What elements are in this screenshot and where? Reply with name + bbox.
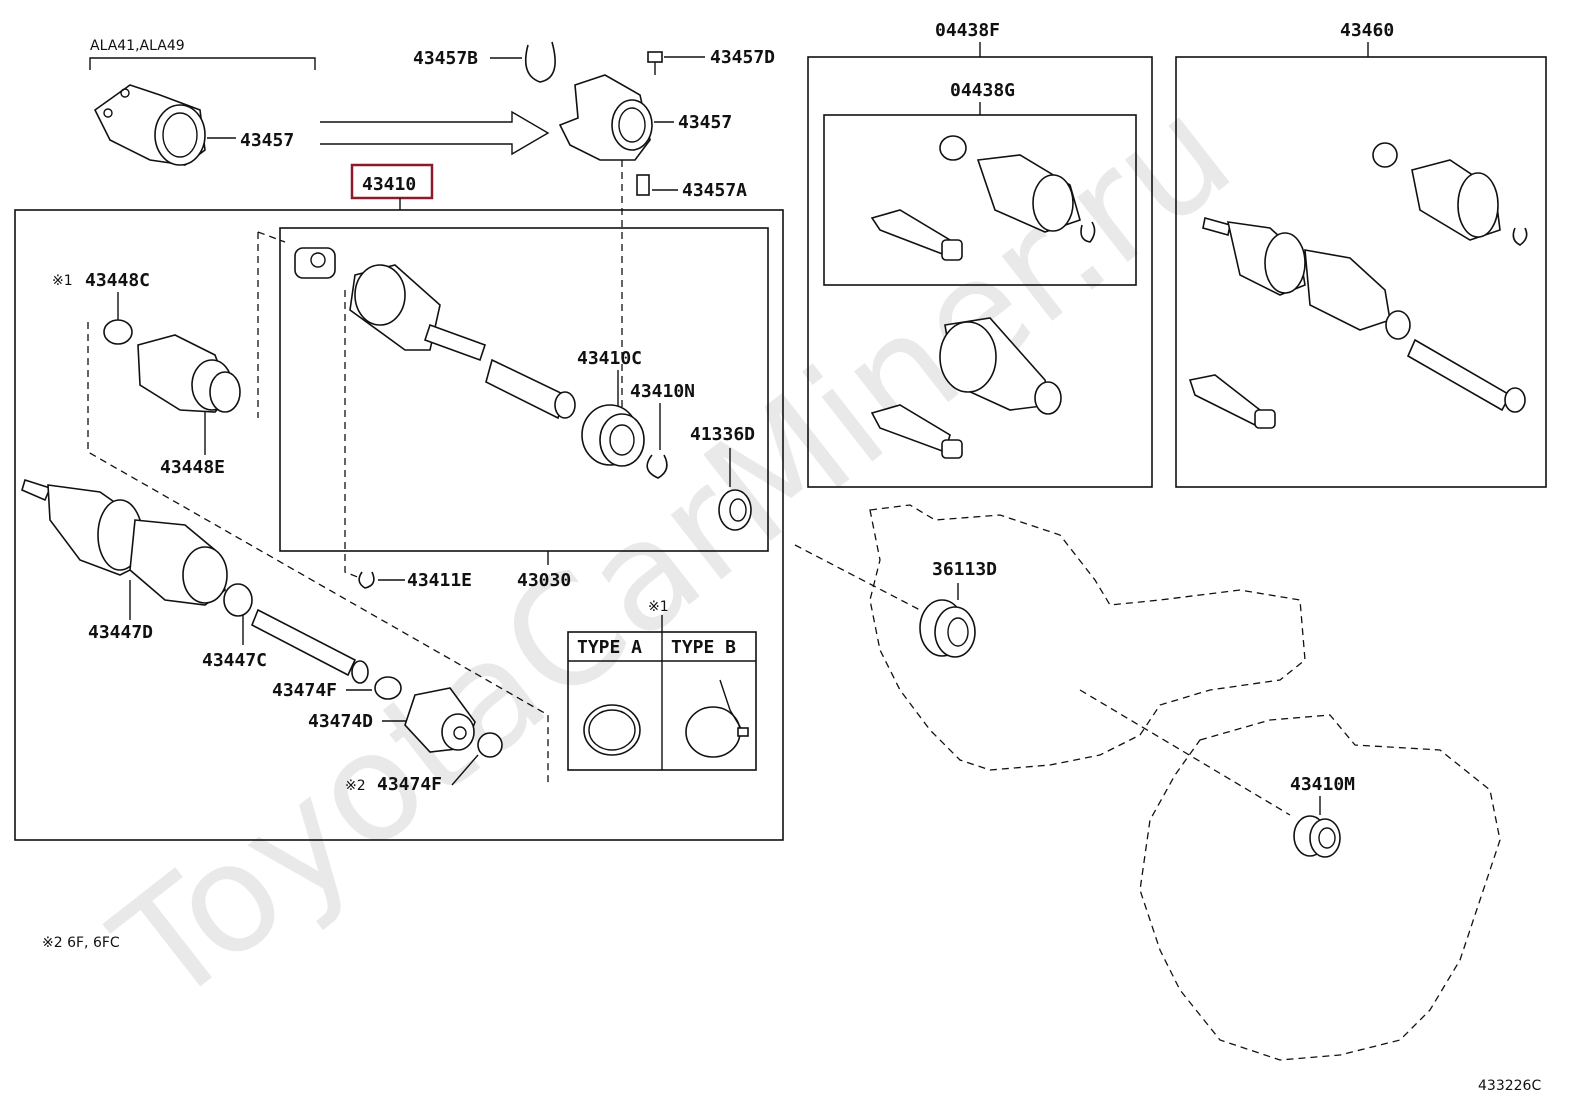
part-43410n-label: 43410N	[630, 381, 695, 402]
part-36113d-label: 36113D	[932, 559, 997, 580]
assembly-43460-parts	[1188, 142, 1528, 429]
bearing-43410c	[581, 404, 645, 467]
part-04438g-label: 04438G	[950, 80, 1015, 101]
tripod-spider	[294, 247, 336, 279]
clamp-43448c	[103, 319, 133, 345]
guide-dash-left	[87, 322, 549, 785]
boot-43448e	[137, 334, 241, 413]
seal-43410m	[1293, 815, 1341, 858]
assembly-43460-frame	[1175, 56, 1547, 488]
inner-shaft	[423, 323, 576, 420]
clamp-type-b-icon	[685, 679, 749, 758]
part-43447c-label: 43447C	[202, 650, 267, 671]
clamp-type-a-icon	[583, 704, 641, 756]
part-43474f-b-label: 43474F	[377, 774, 442, 795]
bolt-43457a	[621, 160, 678, 420]
part-43457b-label: 43457B	[413, 48, 478, 69]
kit-04438f-parts	[870, 317, 1062, 459]
watermark: ToyotaCarMiner.ru	[84, 65, 1262, 1039]
type-a-header: TYPE A	[577, 637, 642, 658]
note-mark-1-table: ※1	[648, 599, 669, 615]
knuckle-bracket-left	[89, 57, 316, 166]
type-b-header: TYPE B	[671, 637, 736, 658]
part-43457a-label: 43457A	[682, 180, 747, 201]
part-43410-highlight-box	[350, 163, 434, 200]
drive-shaft-outer	[21, 478, 369, 684]
part-04438f-label: 04438F	[935, 20, 1000, 41]
damper-43474d	[404, 687, 476, 753]
kit-04438g-parts	[870, 135, 1096, 261]
inner-joint-43030-frame	[279, 227, 769, 552]
seal-41336d	[718, 489, 752, 531]
part-43411e-label: 43411E	[407, 570, 472, 591]
note-mark-2: ※2	[345, 778, 366, 794]
clamp-43474f	[374, 676, 402, 700]
bolt-43457d	[647, 51, 705, 75]
footnote: ※2 6F, 6FC	[42, 935, 120, 951]
clip-43457b	[524, 41, 556, 83]
clamp-type-table	[567, 631, 757, 771]
guide-dash-43410m	[1079, 689, 1291, 816]
assembly-43410-frame	[14, 209, 784, 841]
part-43447d-label: 43447D	[88, 622, 153, 643]
snap-ring-43410n	[646, 454, 668, 479]
inner-joint-housing	[349, 264, 441, 351]
transfer-case-outline	[869, 504, 1306, 771]
transmission-outline	[1139, 714, 1501, 1061]
part-43474d-label: 43474D	[308, 711, 373, 732]
ala-range-label: ALA41,ALA49	[90, 38, 185, 54]
part-43457d-label: 43457D	[710, 47, 775, 68]
seal-36113d	[919, 599, 976, 658]
part-43410m-label: 43410M	[1290, 774, 1355, 795]
part-43460-label: 43460	[1340, 20, 1394, 41]
part-43474f-label: 43474F	[272, 680, 337, 701]
part-43410c-label: 43410C	[577, 348, 642, 369]
part-41336d-label: 41336D	[690, 424, 755, 445]
kit-04438g-frame	[823, 114, 1137, 286]
replacement-arrow	[320, 110, 550, 156]
part-43030-label: 43030	[517, 570, 571, 591]
snap-ring-43411e	[358, 571, 375, 589]
bracket-43457-right	[558, 74, 674, 161]
note-mark-1: ※1	[52, 273, 73, 289]
part-43410-label[interactable]: 43410	[362, 174, 416, 195]
part-43457-right-label: 43457	[678, 112, 732, 133]
clamp-43474f-b	[477, 732, 503, 758]
diagram-code: 433226C	[1478, 1078, 1541, 1094]
part-43457-left-label: 43457	[240, 130, 294, 151]
guide-dash-36113d	[794, 544, 921, 611]
part-43448e-label: 43448E	[160, 457, 225, 478]
kit-04438f-frame	[807, 56, 1153, 488]
part-43448c-label: 43448C	[85, 270, 150, 291]
